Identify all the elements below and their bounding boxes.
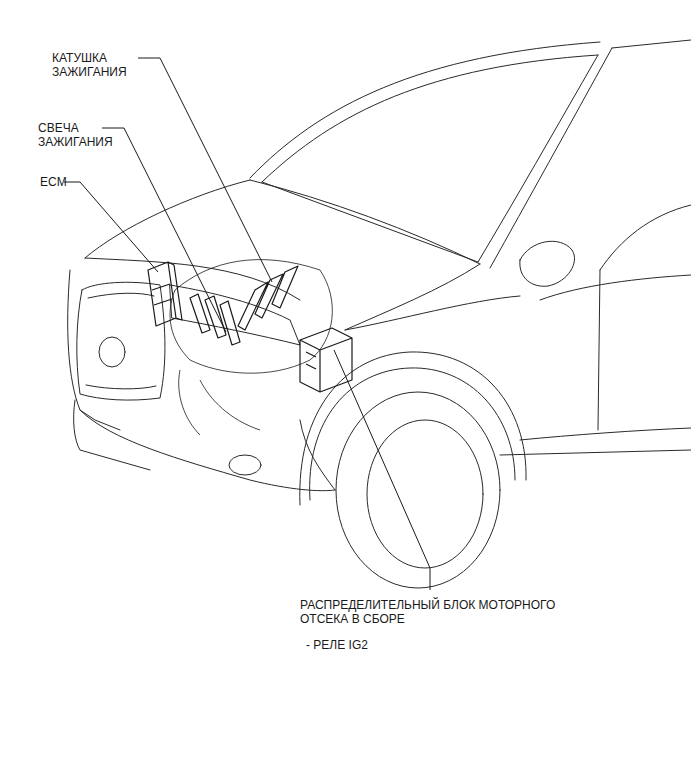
headlamp — [170, 285, 300, 345]
leader-line — [334, 350, 430, 590]
fender — [300, 296, 520, 490]
leader-line — [102, 128, 226, 332]
fog-lamp — [229, 455, 261, 475]
mirror — [520, 241, 575, 286]
windshield — [262, 48, 612, 268]
wheel-arch — [300, 352, 526, 505]
car-body — [68, 40, 691, 588]
ecm-box — [148, 262, 182, 326]
ignition-coil — [238, 266, 298, 330]
part-label: ECM — [40, 175, 100, 189]
hood — [85, 180, 480, 330]
side-panel — [500, 40, 691, 455]
part-label: РАСПРЕДЕЛИТЕЛЬНЫЙ БЛОК МОТОРНОГО ОТСЕКА … — [300, 598, 600, 626]
engine-block — [170, 260, 332, 435]
spark-plug — [190, 294, 240, 345]
front-bumper — [68, 270, 335, 491]
roof-line — [250, 42, 600, 182]
leader-line — [138, 58, 272, 282]
leader-lines — [64, 58, 430, 590]
engine-parts — [148, 260, 352, 435]
part-label: - РЕЛЕ IG2 — [306, 638, 526, 652]
rim — [367, 420, 483, 568]
tire — [336, 392, 500, 588]
fuse-box — [300, 328, 352, 392]
leader-line — [64, 182, 158, 272]
part-label: СВЕЧА ЗАЖИГАНИЯ — [38, 121, 133, 149]
part-label: КАТУШКА ЗАЖИГАНИЯ — [52, 51, 147, 79]
emblem — [99, 337, 125, 367]
